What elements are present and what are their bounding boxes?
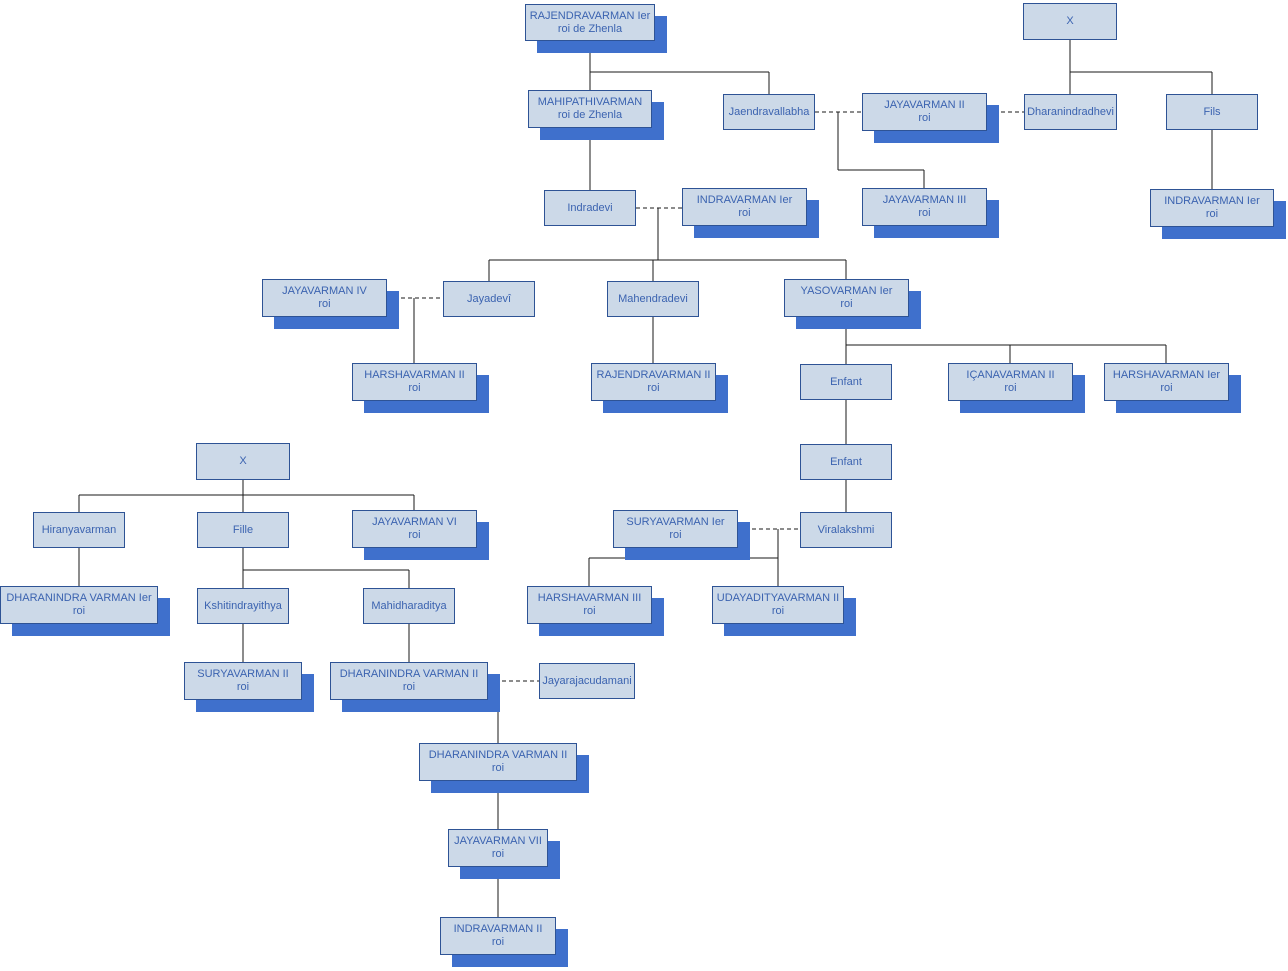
person-box-jaendravallabha: Jaendravallabha [723,94,815,130]
person-name: Jaendravallabha [728,105,810,118]
person-title: roi [408,529,421,541]
person-name: HARSHAVARMAN Ier [1112,369,1221,381]
person-box-hiranyavarman: Hiranyavarman [33,512,125,548]
person-name: HARSHAVARMAN II [364,369,465,381]
person-box-enfant-1: Enfant [800,364,892,400]
person-name: Dharanindradhevi [1027,105,1114,118]
person-box-x-top: X [1023,3,1117,40]
person-title: roi [840,298,853,310]
person-title: roi [647,382,660,394]
person-box-jayarajacudamani: Jayarajacudamani [539,663,635,699]
person-name: INDRAVARMAN Ier [1164,195,1260,207]
person-title: roi [318,298,331,310]
person-title: roi [72,605,86,617]
person-name: X [1066,15,1074,27]
person-name: HARSHAVARMAN III [537,592,642,604]
person-title: roi [408,382,421,394]
person-box-fils: Fils [1166,94,1258,130]
person-name: Jayarajacudamani [542,674,632,687]
person-name: SURYAVARMAN II [197,668,289,680]
person-title: roi [918,207,931,219]
person-box-dharanindradhevi: Dharanindradhevi [1024,94,1117,130]
person-name: JAYAVARMAN II [884,99,965,111]
person-box-indradevi: Indradevi [544,190,636,226]
person-box-kshitindrayithya: Kshitindrayithya [197,588,289,624]
person-name: Mahidharaditya [371,599,447,612]
person-title: roi [738,207,751,219]
person-box-x-middle: X [196,443,290,480]
person-name: YASOVARMAN Ier [800,285,893,297]
person-title: roi [491,848,505,860]
person-name: JAYAVARMAN IV [282,285,367,297]
person-title: roi de Zhenla [557,109,623,121]
person-name: Jayadevî [466,292,512,305]
person-title: roi [583,605,596,617]
person-name: JAYAVARMAN III [882,194,967,206]
person-name: DHARANINDRA VARMAN Ier [6,592,152,604]
person-name: UDAYADITYAVARMAN II [716,592,840,604]
person-box-mahendradevi: Mahendradevi [607,281,699,317]
person-box-viralakshmi: Viralakshmi [800,512,892,548]
person-box-enfant-2: Enfant [800,444,892,480]
person-name: INDRAVARMAN II [453,923,543,935]
person-box-mahidharaditya: Mahidharaditya [363,588,455,624]
person-name: RAJENDRAVARMAN Ier [529,9,651,22]
person-title: roi de Zhenla [557,22,623,35]
person-name: JAYAVARMAN VII [454,835,542,847]
person-name: X [239,455,247,467]
person-name: IÇANAVARMAN II [966,369,1055,381]
person-title: roi [402,681,416,693]
person-box-jayadevi: Jayadevî [443,281,535,317]
person-name: Enfant [830,455,862,468]
person-name: Viralakshmi [817,523,875,536]
person-title: roi [669,529,682,541]
person-name: Fille [232,523,254,536]
person-name: Kshitindrayithya [204,599,282,612]
person-title: roi [491,762,505,774]
person-name: RAJENDRAVARMAN II [596,369,711,381]
person-name: MAHIPATHIVARMAN [537,96,643,108]
person-title: roi [1205,208,1219,220]
person-title: roi [1160,382,1173,394]
person-name: DHARANINDRA VARMAN II [339,668,479,680]
person-title: roi [491,936,505,948]
person-title: roi [236,681,250,693]
person-name: Hiranyavarman [41,523,117,536]
person-name: Enfant [830,375,862,388]
person-box-fille: Fille [197,512,289,548]
person-title: roi [1004,382,1017,394]
person-name: DHARANINDRA VARMAN II [428,749,568,761]
person-name: INDRAVARMAN Ier [696,194,793,206]
person-name: JAYAVARMAN VI [372,516,457,528]
person-name: Indradevi [567,201,613,214]
person-name: SURYAVARMAN Ier [626,516,725,528]
person-title: roi [771,605,785,617]
person-name: Fils [1203,105,1221,118]
person-name: Mahendradevi [618,292,688,305]
person-title: roi [918,112,931,124]
